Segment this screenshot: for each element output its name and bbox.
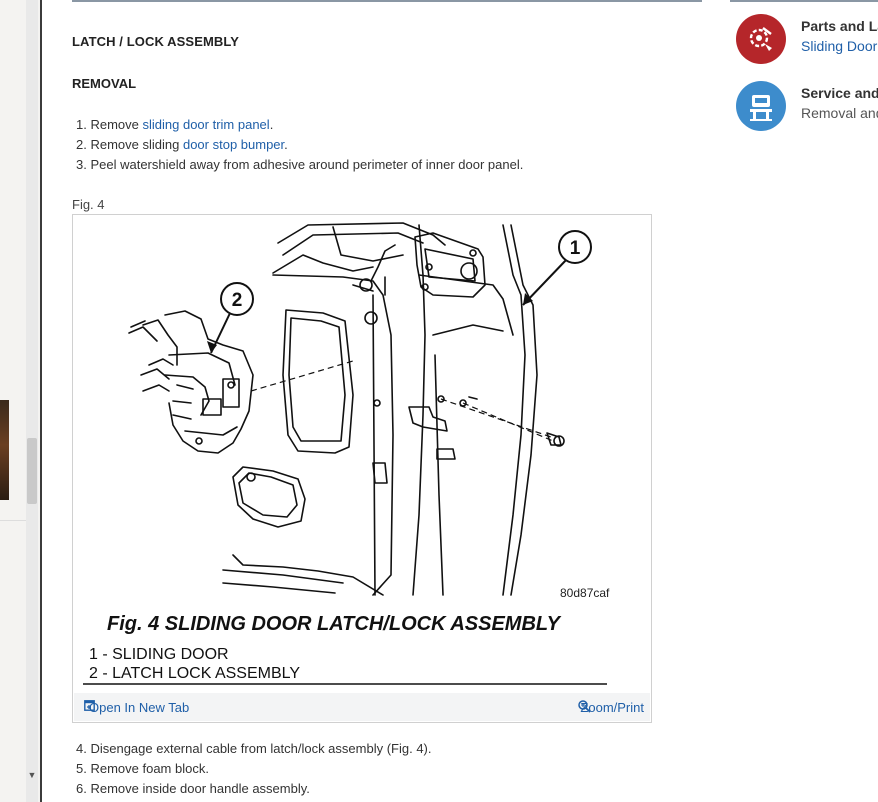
list-item: 2. Remove sliding door stop bumper. — [72, 135, 523, 155]
step-text-end: . — [269, 117, 274, 132]
step-text: Remove — [90, 117, 143, 132]
step-number: 2. — [76, 137, 87, 152]
step-number: 3. — [76, 157, 87, 172]
parts-gear-icon — [736, 14, 786, 64]
door-stop-bumper-link[interactable]: door stop bumper — [182, 137, 285, 152]
figure-label: Fig. 4 — [72, 197, 105, 212]
figure-caption: Fig. 4 SLIDING DOOR LATCH/LOCK ASSEMBLY — [107, 613, 562, 635]
callout-2-circle — [220, 282, 254, 316]
section-heading: REMOVAL — [72, 76, 137, 91]
thumbnail-image — [0, 400, 9, 500]
content-top-border — [72, 0, 702, 2]
figure-legend-1: 1 - SLIDING DOOR — [89, 646, 229, 663]
frame-divider — [40, 0, 42, 802]
list-item: 1. Remove sliding door trim panel. — [72, 115, 523, 135]
service-lift-icon — [736, 81, 786, 131]
related-card-service[interactable]: Service and Removal and — [736, 81, 878, 141]
related-card-title: Parts and La — [801, 18, 878, 34]
steps-list-before: 1. Remove sliding door trim panel. 2. Re… — [72, 115, 523, 175]
related-card-link[interactable]: Sliding Door — [801, 38, 878, 54]
scrollbar-thumb[interactable] — [27, 438, 37, 504]
scroll-down-arrow-icon[interactable]: ▼ — [27, 770, 37, 780]
step-text: Remove sliding — [90, 137, 183, 152]
figure-container: 1 2 80d87caf Fig. 4 SLIDING DOOR LATCH/L… — [72, 214, 652, 723]
list-item: 4. Disengage external cable from latch/l… — [76, 741, 432, 756]
related-card-parts[interactable]: Parts and La Sliding Door — [736, 14, 878, 74]
zoom-print-link[interactable]: Zoom/Print — [578, 700, 644, 715]
step-text: Peel watershield away from adhesive arou… — [90, 157, 524, 172]
page-title: LATCH / LOCK ASSEMBLY — [72, 34, 240, 49]
zoom-print-label: Zoom/Print — [580, 700, 644, 715]
sidebar-top-border — [730, 0, 878, 2]
figure-legend-2: 2 - LATCH LOCK ASSEMBLY — [89, 665, 300, 682]
steps-list-after: 4. Disengage external cable from latch/l… — [72, 739, 432, 799]
related-card-title: Service and — [801, 85, 878, 101]
list-item: 6. Remove inside door handle assembly. — [76, 781, 310, 796]
figure-footer: Open In New Tab Zoom/Print — [74, 693, 650, 721]
figure-code: 80d87caf — [560, 586, 610, 600]
left-gutter: ▼ — [0, 0, 40, 802]
door-latch-diagram[interactable]: 1 2 80d87caf Fig. 4 SLIDING DOOR LATCH/L… — [73, 215, 651, 693]
gutter-divider — [0, 520, 26, 521]
callout-2: 2 — [232, 290, 243, 311]
sliding-door-trim-panel-link[interactable]: sliding door trim panel — [142, 117, 270, 132]
step-number: 1. — [76, 117, 87, 132]
callout-1: 1 — [570, 238, 581, 259]
step-text-end: . — [284, 137, 288, 152]
related-card-subtitle: Removal and — [801, 105, 878, 121]
open-in-new-tab-label: Open In New Tab — [89, 700, 190, 715]
scrollbar-track[interactable] — [26, 0, 38, 802]
list-item: 3. Peel watershield away from adhesive a… — [72, 155, 523, 175]
callout-1-circle — [558, 230, 592, 264]
related-sidebar: Parts and La Sliding Door Service and Re… — [730, 0, 878, 802]
open-in-new-tab-link[interactable]: Open In New Tab — [84, 700, 189, 715]
list-item: 5. Remove foam block. — [76, 761, 209, 776]
